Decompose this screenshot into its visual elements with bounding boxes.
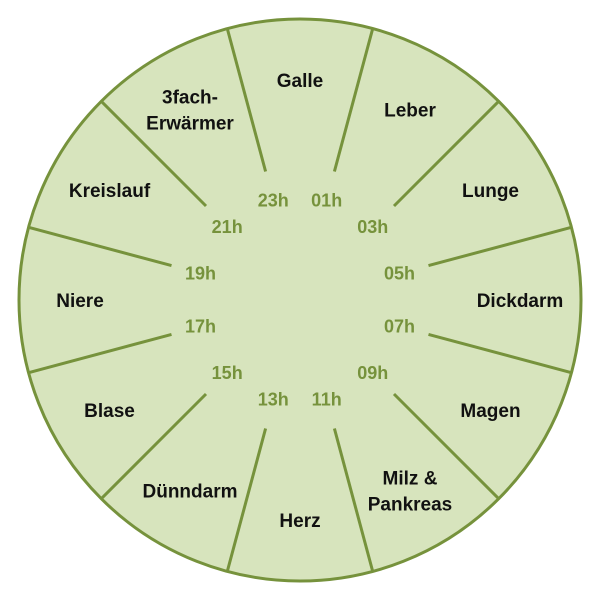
organ-label-line: Herz	[279, 511, 320, 532]
organ-label-line: Blase	[84, 401, 135, 422]
hour-label: 01h	[311, 191, 342, 211]
hour-label: 15h	[212, 363, 243, 383]
organ-label: Leber	[384, 101, 436, 122]
hour-label: 11h	[312, 390, 342, 410]
segment-divider	[392, 100, 500, 208]
organ-label-line: Pankreas	[368, 495, 453, 516]
hour-label: 19h	[185, 263, 216, 283]
segment-divider	[332, 28, 375, 172]
organ-label-line: 3fach-	[162, 88, 218, 109]
segment-dividers	[28, 28, 572, 572]
organ-label-line: Niere	[56, 291, 104, 312]
hour-label: 09h	[357, 363, 388, 383]
segment-divider	[392, 392, 500, 500]
hour-label: 21h	[212, 217, 243, 237]
hour-label: 07h	[384, 317, 415, 337]
segment-divider	[225, 428, 268, 572]
organ-label-line: Lunge	[462, 181, 519, 202]
organ-label: Kreislauf	[69, 181, 151, 202]
segment-divider	[428, 225, 572, 268]
organ-label: Herz	[279, 511, 320, 532]
organ-label-line: Erwärmer	[146, 114, 234, 135]
organ-label-line: Milz &	[383, 469, 438, 490]
organ-label: Lunge	[462, 181, 519, 202]
hour-label: 05h	[384, 263, 415, 283]
hour-label: 13h	[258, 390, 289, 410]
segment-divider	[332, 428, 375, 572]
hour-label: 03h	[357, 217, 388, 237]
organ-label: Magen	[460, 401, 520, 422]
organ-label: Dickdarm	[477, 291, 564, 312]
segment-divider	[28, 332, 172, 375]
organ-label: Dünndarm	[143, 482, 238, 503]
organ-label: Niere	[56, 291, 104, 312]
hour-labels: 01h 03h 05h 07h 09h 11h 13h 15h 17h 19h 21h 23h	[185, 191, 415, 410]
organ-label-line: Kreislauf	[69, 181, 151, 202]
segment-divider	[28, 225, 172, 268]
organ-label-line: Galle	[277, 71, 323, 92]
segment-divider	[428, 332, 572, 375]
organ-label: Milz & Pankreas	[368, 469, 453, 516]
segment-divider	[225, 28, 268, 172]
organ-label-line: Magen	[460, 401, 520, 422]
hour-label: 23h	[258, 191, 289, 211]
organ-label-line: Dünndarm	[143, 482, 238, 503]
organ-label: Blase	[84, 401, 135, 422]
hour-label: 17h	[185, 317, 216, 337]
organ-label: Galle	[277, 71, 323, 92]
organ-label-line: Dickdarm	[477, 291, 564, 312]
organ-label: 3fach- Erwärmer	[146, 88, 234, 135]
segment-divider	[100, 392, 208, 500]
organ-label-line: Leber	[384, 101, 436, 122]
segment-divider	[100, 100, 208, 208]
